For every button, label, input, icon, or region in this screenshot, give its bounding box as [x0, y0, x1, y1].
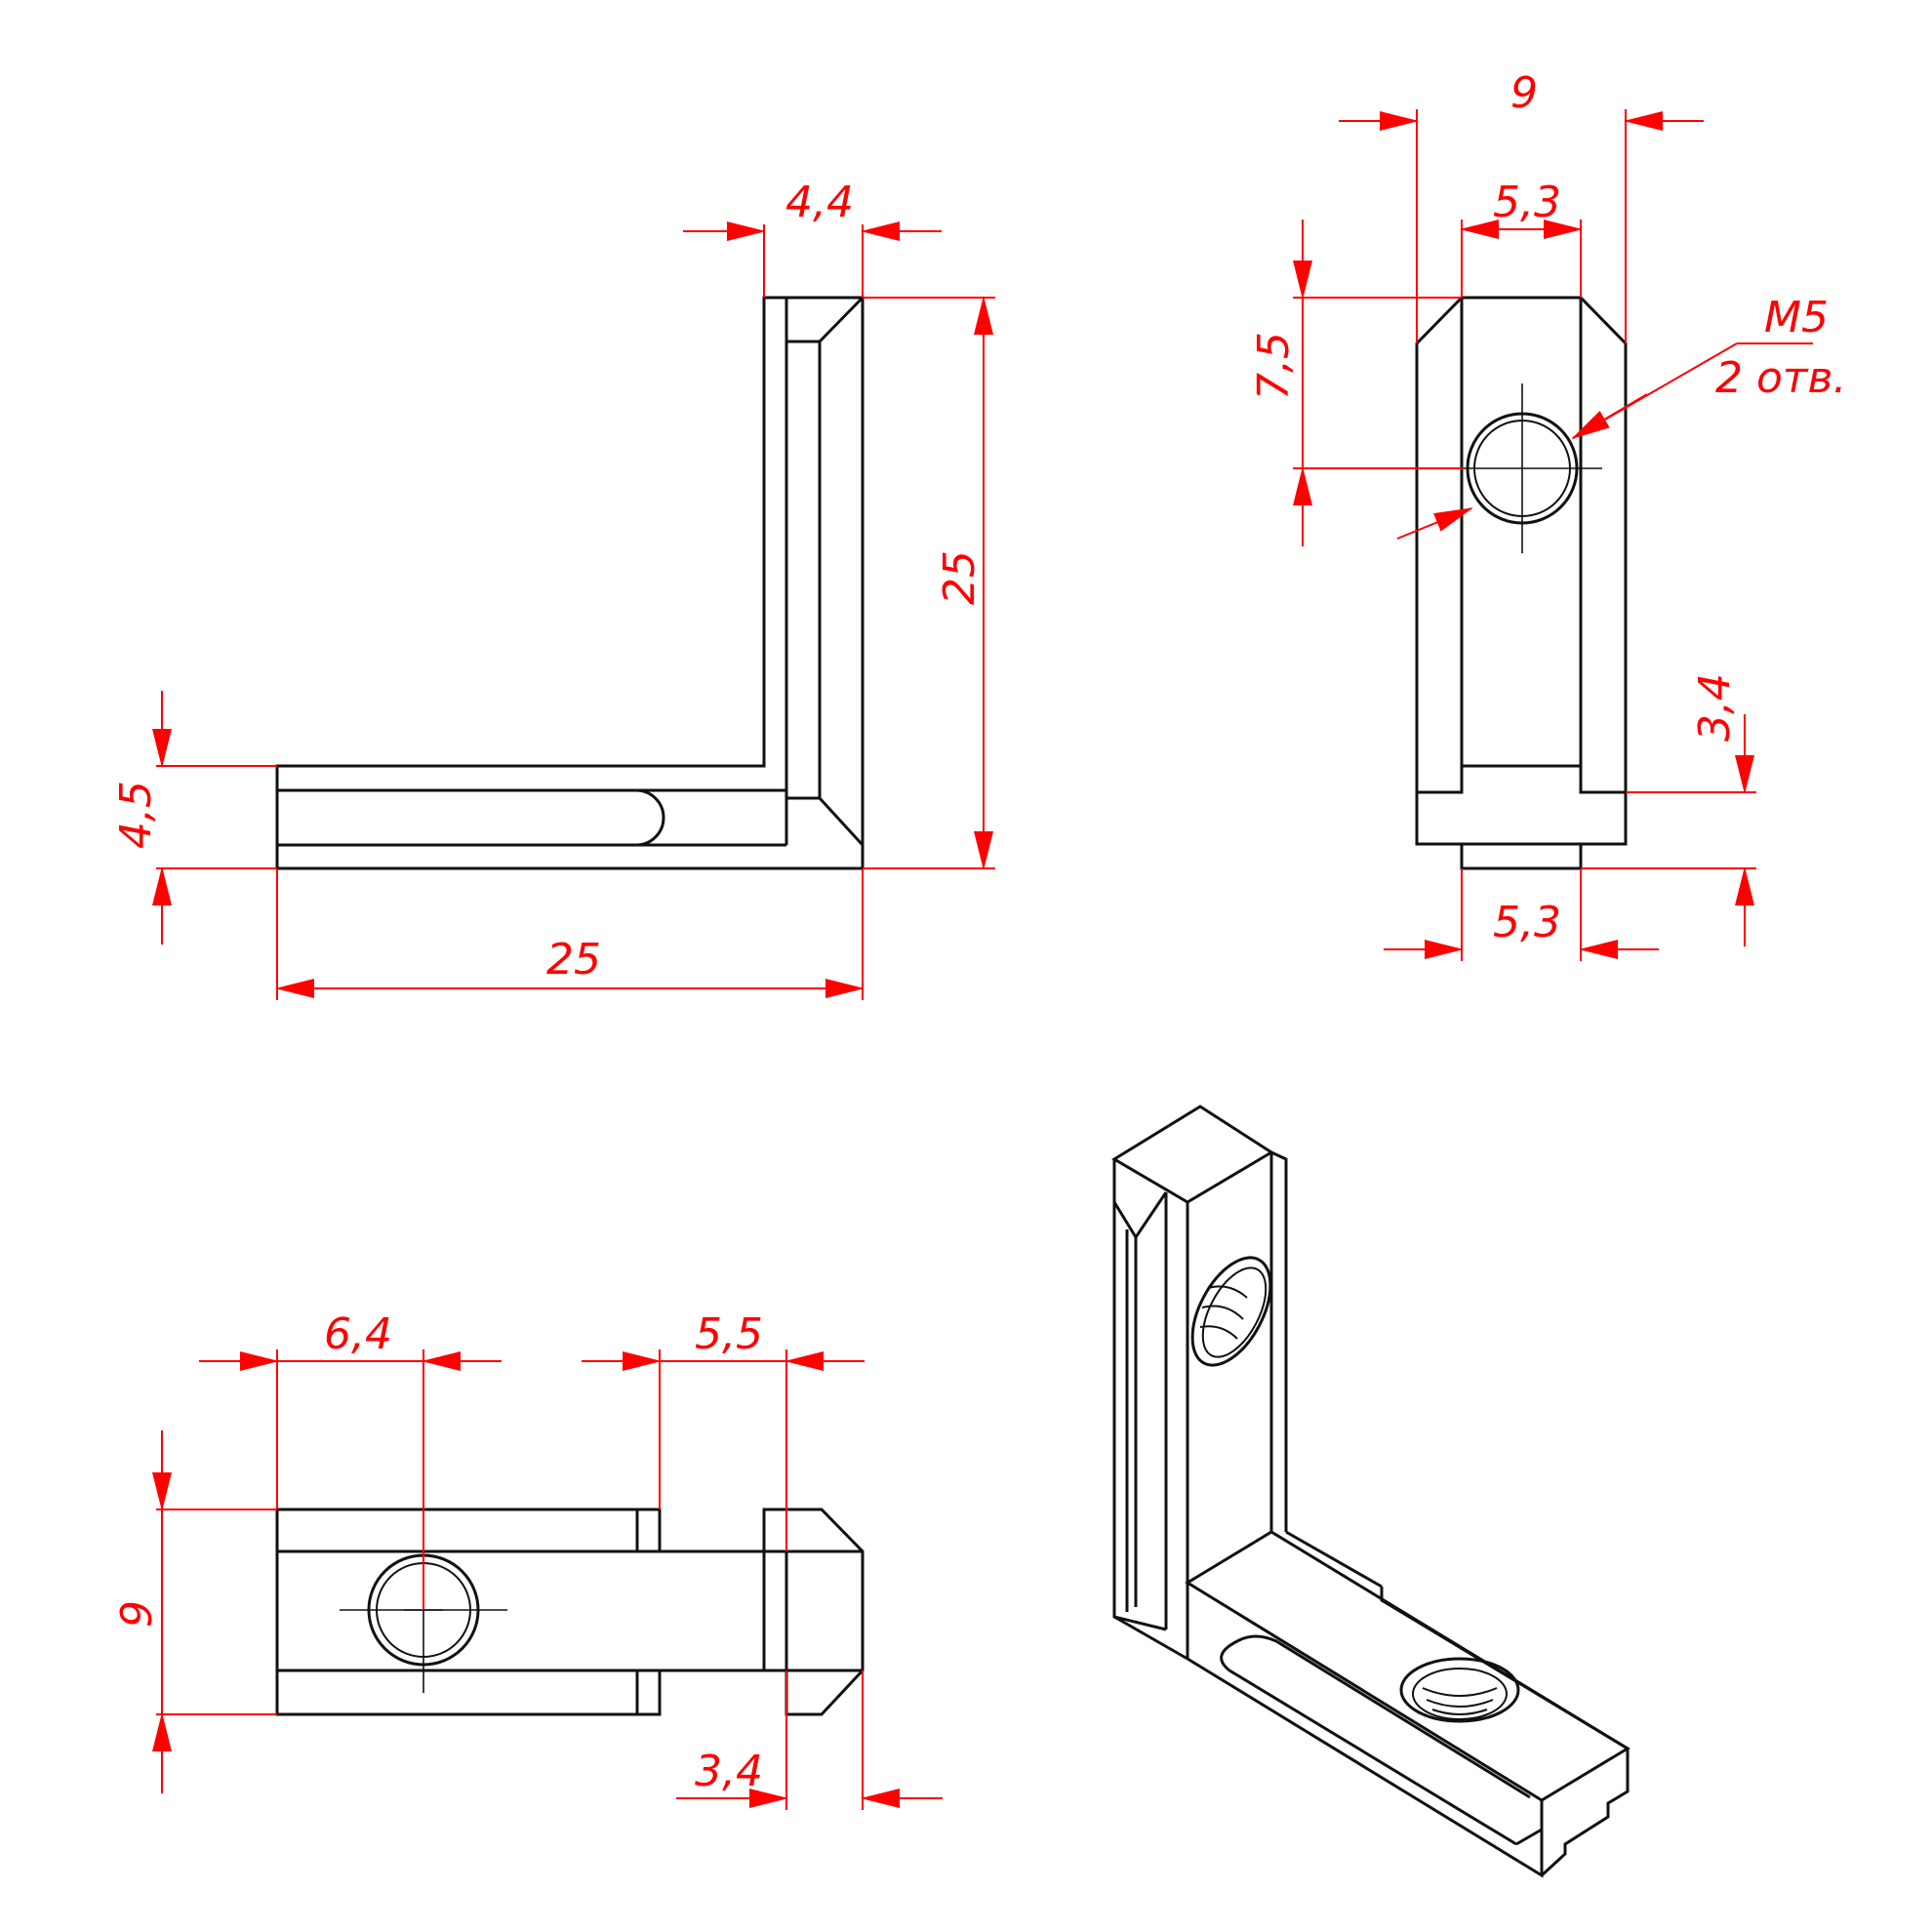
dim-tip-width: 3,4: [676, 1670, 943, 1810]
dim-label-slot-width-top: 5,3: [1493, 178, 1561, 227]
thread-callout: M5 2 отв.: [1396, 293, 1846, 540]
front-view-outline: [275, 296, 865, 870]
dim-height-25: 25: [863, 296, 995, 870]
dim-bar-height: 4,5: [111, 691, 277, 945]
top-view: 6,4 5,5 9 3,4: [112, 1309, 943, 1810]
dim-width-25: 25: [275, 868, 865, 1000]
dim-label-bar-height: 4,5: [111, 781, 161, 849]
dim-label-height-25: 25: [935, 550, 985, 605]
top-view-outline: [275, 1508, 865, 1716]
iso-hole-lower: [1399, 1657, 1520, 1723]
dim-hole-depth: 7,5: [1249, 220, 1464, 546]
side-view: 9 5,3 7,5 M5 2 отв.: [1249, 68, 1846, 961]
front-view: 4,4 25 4,5 25: [111, 178, 995, 1000]
dim-side-width: 9: [1339, 68, 1704, 343]
isometric-view: [1111, 1105, 1630, 1878]
dim-label-hole-depth: 7,5: [1249, 332, 1299, 400]
dim-slot-width-bottom: 5,3: [1384, 868, 1659, 961]
side-view-outline: [1415, 296, 1628, 870]
dim-hole-offset: 6,4: [199, 1309, 502, 1610]
dim-label-top-width: 4,4: [785, 178, 854, 227]
dim-label-width-25: 25: [546, 935, 601, 985]
dim-label-step-height: 3,4: [1690, 673, 1740, 742]
dim-slot-width-top: 5,3: [1460, 178, 1583, 298]
dim-step-height: 3,4: [1581, 673, 1756, 946]
thread-label-m5: M5: [1764, 293, 1829, 342]
dim-label-side-width: 9: [1510, 68, 1538, 118]
dim-notch-width: 5,5: [582, 1309, 865, 1551]
thread-label-count: 2 отв.: [1715, 353, 1846, 403]
dim-top-height: 9: [112, 1430, 277, 1793]
dim-label-top-height: 9: [112, 1600, 162, 1628]
dim-label-slot-width-bottom: 5,3: [1493, 898, 1561, 947]
dim-label-notch-width: 5,5: [695, 1309, 763, 1359]
dim-label-hole-offset: 6,4: [324, 1309, 392, 1359]
dim-label-tip-width: 3,4: [695, 1747, 763, 1796]
iso-hole-upper: [1190, 1256, 1272, 1367]
dim-top-width: 4,4: [683, 178, 942, 298]
